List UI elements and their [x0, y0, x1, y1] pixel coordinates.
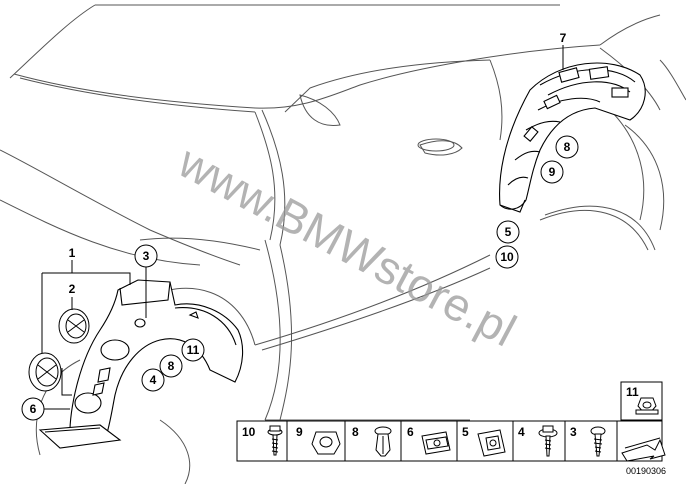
legend-item-6: 6	[407, 425, 451, 455]
callout-5: 5	[496, 220, 520, 244]
svg-text:4: 4	[518, 425, 525, 439]
fastener-legend: 11 10	[236, 381, 666, 462]
legend-item-3: 3	[570, 425, 606, 457]
legend-item-11: 11	[620, 381, 663, 421]
svg-text:10: 10	[500, 250, 514, 264]
grommet-small	[58, 308, 90, 344]
svg-text:11: 11	[187, 343, 200, 357]
legend-item-10: 10	[242, 425, 283, 456]
svg-text:10: 10	[242, 425, 256, 439]
svg-text:8: 8	[352, 425, 359, 439]
legend-item-9: 9	[296, 425, 341, 455]
svg-text:3: 3	[570, 425, 577, 439]
hex-nut-icon	[311, 431, 341, 455]
svg-text:6: 6	[407, 425, 414, 439]
callout-7: 7	[560, 31, 567, 45]
leader-lines	[40, 45, 564, 410]
clip-nut-icon	[421, 431, 451, 455]
svg-text:3: 3	[143, 249, 150, 263]
svg-text:9: 9	[549, 165, 556, 179]
svg-text:5: 5	[462, 425, 469, 439]
collar-screw-icon	[538, 425, 558, 457]
callout-1: 1	[69, 246, 76, 260]
grommet-large	[28, 352, 62, 392]
callout-4: 4	[141, 368, 165, 392]
callout-8-front: 8	[159, 354, 183, 378]
legend-item-5: 5	[462, 425, 506, 457]
callout-2: 2	[69, 282, 76, 296]
svg-text:11: 11	[626, 385, 639, 399]
screw-with-washer-icon	[267, 425, 283, 456]
flange-nut-icon	[635, 397, 659, 415]
direction-arrow-icon	[621, 437, 666, 462]
spring-nut-icon	[477, 429, 506, 457]
callout-10: 10	[495, 245, 519, 269]
catalog-code: 00190306	[626, 466, 666, 476]
callout-8-rear: 8	[555, 135, 579, 159]
svg-text:5: 5	[505, 225, 512, 239]
svg-text:8: 8	[168, 359, 175, 373]
front-wheel-arch-liner	[38, 279, 244, 449]
callouts: 1 2 7 3 6 4 8 11 8 9	[21, 31, 579, 421]
svg-text:8: 8	[564, 140, 571, 154]
svg-text:9: 9	[296, 425, 303, 439]
tapping-screw-icon	[590, 426, 606, 457]
callout-11: 11	[181, 338, 205, 362]
svg-text:4: 4	[150, 373, 157, 387]
legend-item-4: 4	[518, 425, 558, 457]
callout-6: 6	[21, 397, 45, 421]
callout-9: 9	[540, 160, 564, 184]
callout-3: 3	[134, 244, 158, 268]
svg-text:6: 6	[30, 402, 37, 416]
legend-item-8: 8	[352, 425, 392, 457]
rear-wheel-arch-liner	[499, 62, 646, 213]
expanding-rivet-icon	[374, 426, 392, 457]
